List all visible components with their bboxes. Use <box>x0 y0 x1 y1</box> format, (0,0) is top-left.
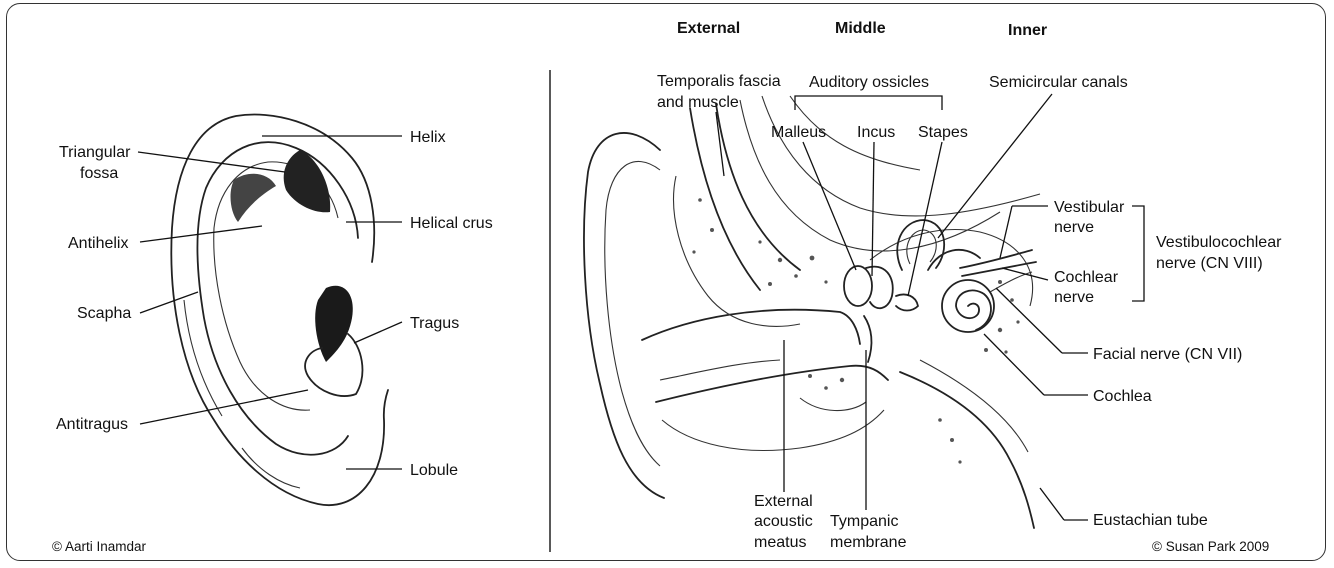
label-antitragus: Antitragus <box>56 416 128 433</box>
header-inner: Inner <box>1008 22 1047 39</box>
stapes <box>895 293 919 312</box>
incus <box>865 265 894 310</box>
credit-left: © Aarti Inamdar <box>52 539 146 554</box>
label-tragus: Tragus <box>410 315 459 332</box>
label-cochlear-nerve-line2: nerve <box>1054 289 1094 306</box>
ossicles-bracket <box>794 95 943 110</box>
label-temporalis-line2: and muscle <box>657 94 739 111</box>
label-vestibulocochlear-line2: nerve (CN VIII) <box>1156 255 1263 272</box>
tympanic-membrane <box>863 315 873 363</box>
figure-frame <box>6 3 1326 561</box>
semicircular-canal-2 <box>927 249 981 271</box>
label-tympanic-line2: membrane <box>830 534 907 551</box>
label-facial-nerve: Facial nerve (CN VII) <box>1093 346 1242 363</box>
label-semicircular-canals: Semicircular canals <box>989 74 1128 91</box>
malleus <box>843 265 873 307</box>
semicircular-canal-1 <box>896 219 945 271</box>
label-vestibular-nerve-line2: nerve <box>1054 219 1094 236</box>
label-stapes: Stapes <box>918 124 968 141</box>
label-external-meatus-line3: meatus <box>754 534 806 551</box>
auricle-drawing <box>170 113 389 507</box>
label-triangular-fossa-line2: fossa <box>80 165 118 182</box>
auricle-leader-lines <box>137 135 403 470</box>
label-auditory-ossicles: Auditory ossicles <box>809 74 929 91</box>
label-temporalis-line1: Temporalis fascia <box>657 73 781 90</box>
header-middle: Middle <box>835 20 886 37</box>
label-scapha: Scapha <box>77 305 131 322</box>
cross-section-leader-lines <box>715 93 1088 521</box>
concha-shading <box>315 285 353 362</box>
label-tympanic-line1: Tympanic <box>830 513 898 530</box>
label-vestibulocochlear-line1: Vestibulocochlear <box>1156 234 1282 251</box>
vestibular-nerve-trunk <box>959 249 1033 269</box>
label-malleus: Malleus <box>771 124 826 141</box>
antihelix-shading <box>230 173 276 222</box>
label-cochlea: Cochlea <box>1093 388 1152 405</box>
fossa-shading <box>283 150 331 213</box>
label-external-meatus-line1: External <box>754 493 813 510</box>
label-eustachian-tube: Eustachian tube <box>1093 512 1208 529</box>
label-helix: Helix <box>410 129 446 146</box>
vestibulocochlear-bracket <box>1132 205 1145 302</box>
credit-right: © Susan Park 2009 <box>1152 539 1269 554</box>
label-external-meatus-line2: acoustic <box>754 513 813 530</box>
header-external: External <box>677 20 740 37</box>
label-vestibular-nerve-line1: Vestibular <box>1054 199 1125 216</box>
label-triangular-fossa-line1: Triangular <box>59 144 131 161</box>
label-antihelix: Antihelix <box>68 235 128 252</box>
label-lobule: Lobule <box>410 462 458 479</box>
label-incus: Incus <box>857 124 895 141</box>
cochlea-shell <box>941 279 995 333</box>
cross-section-drawing <box>583 95 1041 529</box>
label-cochlear-nerve-line1: Cochlear <box>1054 269 1119 286</box>
eustachian-tube <box>899 371 1035 529</box>
label-helical-crus: Helical crus <box>410 215 493 232</box>
